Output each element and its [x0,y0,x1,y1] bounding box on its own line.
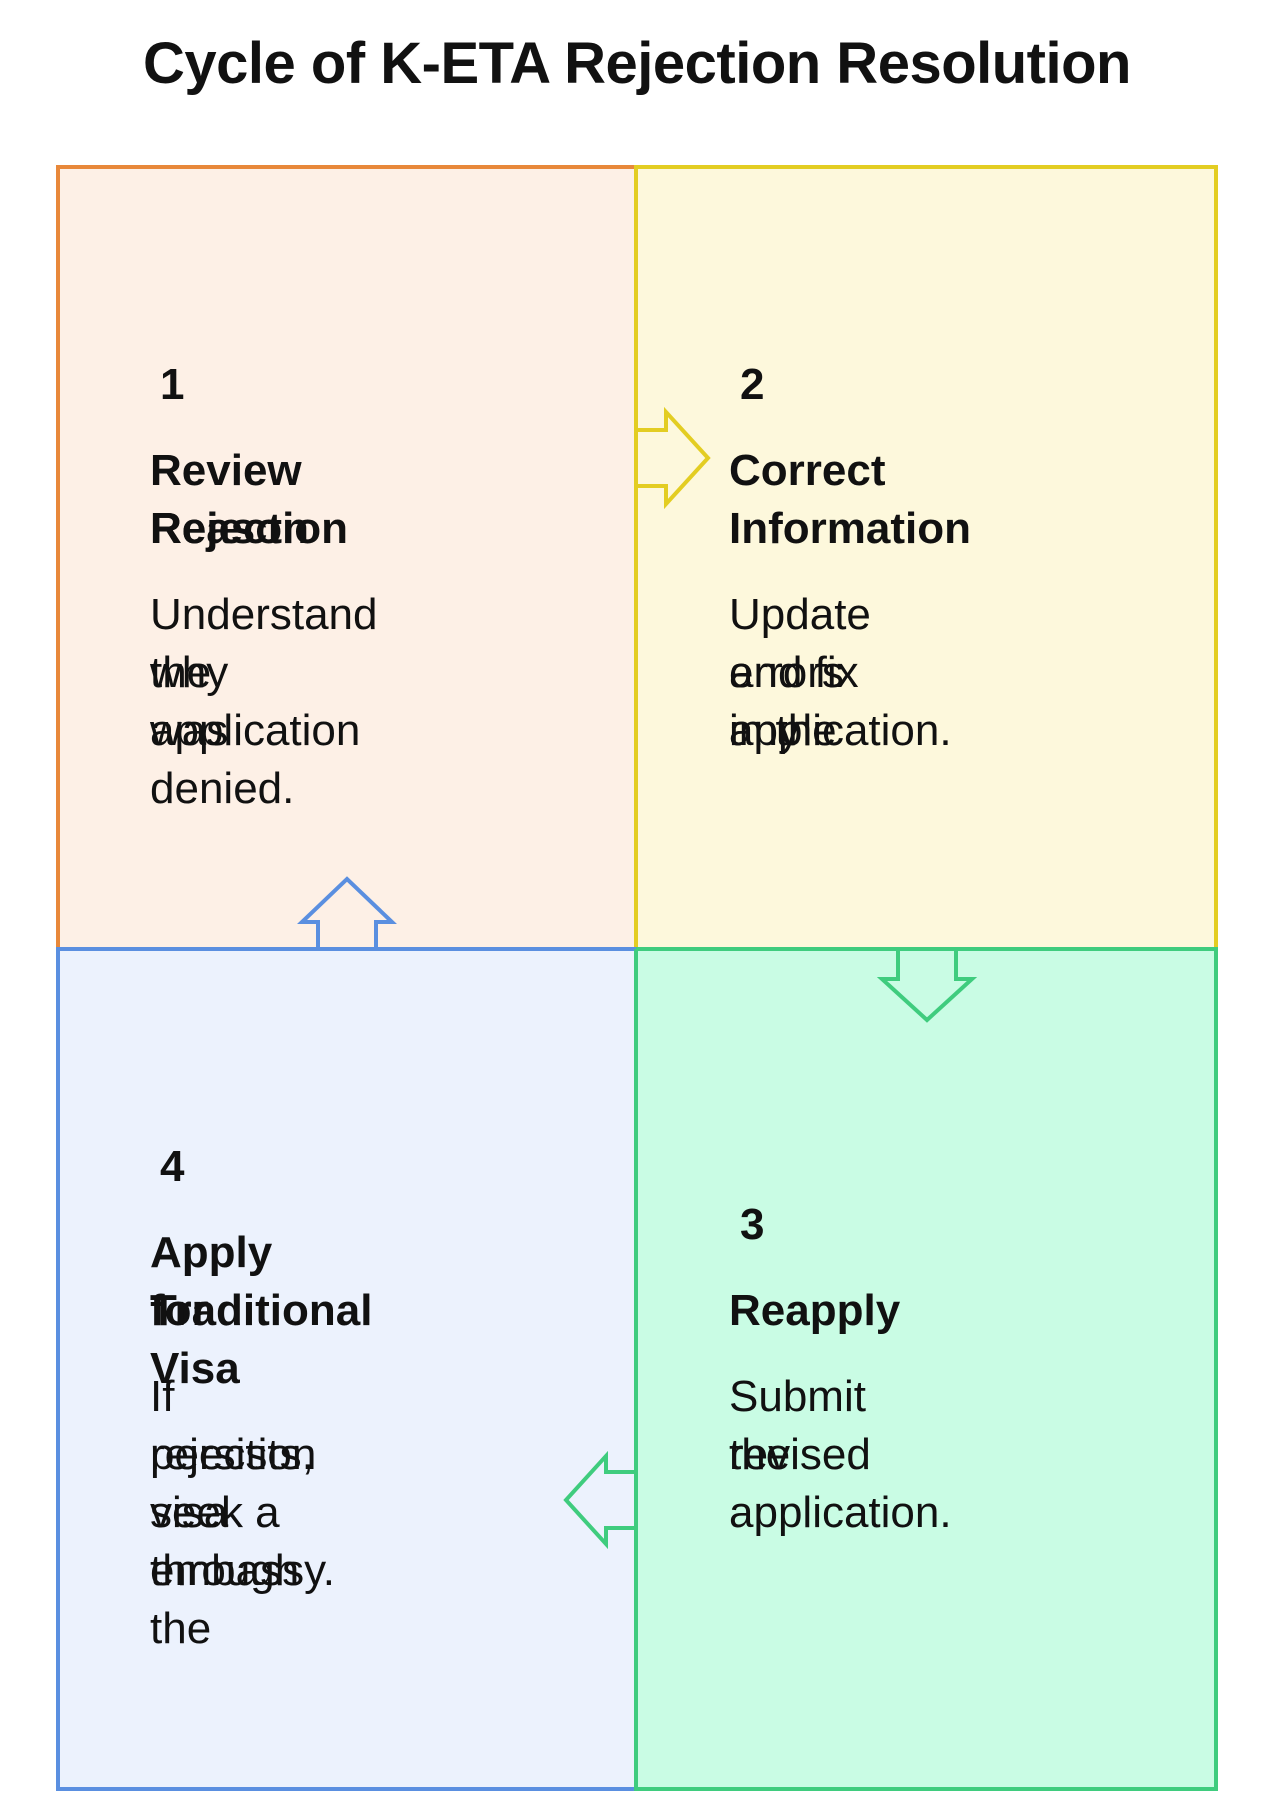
step-description-line: Update and fix any [729,590,871,755]
diagram-title: Cycle of K-ETA Rejection Resolution [143,31,1131,96]
step-number: 1 [160,360,185,409]
arrow-up-icon [297,876,397,951]
step-description-line: errors in the [729,648,844,755]
step-number: 2 [740,360,765,409]
step-3-box [634,947,1218,1791]
step-title-line: Correct [729,446,886,495]
step-1-box [56,165,638,951]
step-description-line: embassy. [150,1546,336,1595]
step-description-line: application. [729,706,952,755]
step-description-line: revised [729,1430,871,1479]
step-description-line: was denied. [150,706,295,813]
arrow-down-icon [876,947,978,1023]
step-title-line: Reason [150,504,309,553]
step-description-line: Submit the [729,1372,866,1479]
step-description-line: visa through the [150,1488,300,1653]
step-title-line: Information [729,504,971,553]
arrow-right-icon [634,406,711,510]
step-description-line: the application [150,648,361,755]
step-title-line: Reapply [729,1286,901,1335]
step-title-line: Traditional Visa [150,1286,373,1393]
step-description-line: application. [729,1488,952,1537]
step-description-line: If rejection [150,1372,317,1479]
step-title-line: Apply for [150,1228,273,1335]
step-4-box [56,947,638,1791]
step-number: 3 [740,1200,765,1249]
step-2-box [634,165,1218,951]
step-description-line: persists, seek a [150,1430,314,1537]
step-number: 4 [160,1142,185,1191]
arrow-left-icon [563,1450,638,1550]
step-title-line: Review Rejection [150,446,349,553]
step-description-line: Understand why [150,590,378,697]
